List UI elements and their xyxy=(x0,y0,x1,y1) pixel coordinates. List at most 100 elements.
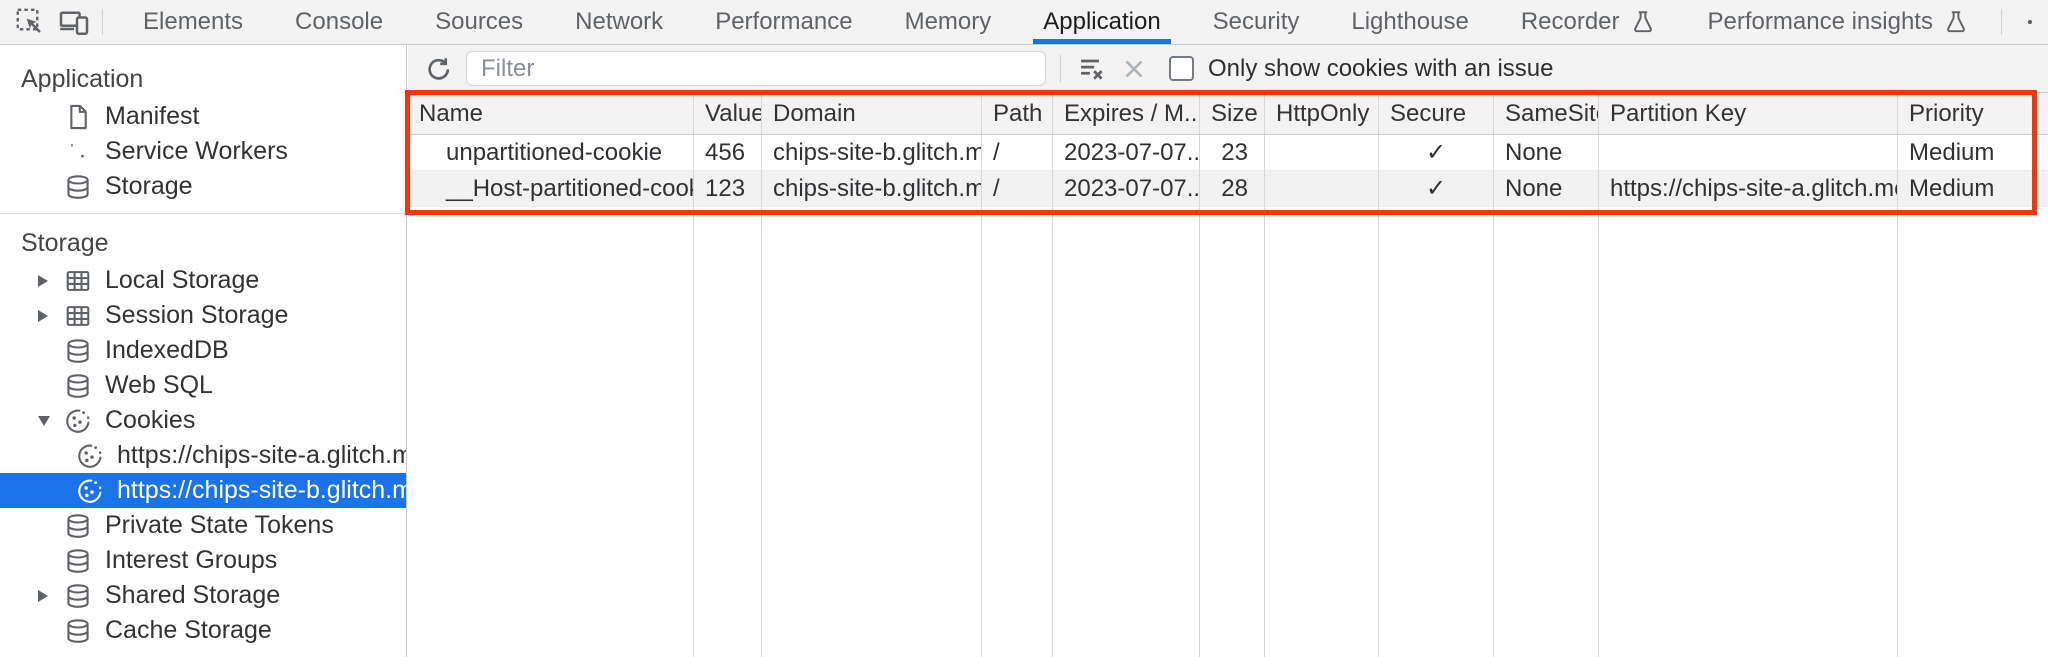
experiment-flask-icon xyxy=(1630,9,1656,35)
tab-recorder[interactable]: Recorder xyxy=(1495,0,1682,44)
cell-value[interactable]: 123 xyxy=(694,171,762,207)
sidebar-item-service-workers[interactable]: Service Workers xyxy=(0,134,406,169)
cell-priority[interactable]: Medium xyxy=(1898,135,2048,171)
cell-priority[interactable]: Medium xyxy=(1898,171,2048,207)
column-header-httponly[interactable]: HttpOnly xyxy=(1265,93,1379,135)
table-filler-column xyxy=(762,207,982,657)
section-title-application: Application xyxy=(21,64,144,93)
cell-samesite[interactable]: None xyxy=(1494,171,1599,207)
cell-name[interactable]: unpartitioned-cookie xyxy=(408,135,694,171)
database-icon xyxy=(64,173,92,201)
refresh-icon[interactable] xyxy=(418,48,460,90)
database-icon xyxy=(64,337,92,365)
clear-all-cookies-icon[interactable] xyxy=(1071,48,1113,90)
database-icon xyxy=(64,372,92,400)
application-sidebar: Application Manifest Service Workers Sto… xyxy=(0,45,407,657)
database-icon xyxy=(64,547,92,575)
cell-size[interactable]: 28 xyxy=(1200,171,1265,207)
device-toolbar-icon[interactable] xyxy=(52,0,96,44)
cell-path[interactable]: / xyxy=(982,171,1053,207)
cell-expires[interactable]: 2023-07-07... xyxy=(1053,135,1200,171)
tab-elements[interactable]: Elements xyxy=(143,8,244,35)
column-header-expires[interactable]: Expires / M... xyxy=(1053,93,1200,135)
tab-console[interactable]: Console xyxy=(295,8,384,35)
panel-tabs: Elements Console Sources Network Perform… xyxy=(117,0,1995,44)
delete-selected-icon[interactable] xyxy=(1113,48,1155,90)
cell-secure[interactable]: ✓ xyxy=(1379,135,1494,171)
sidebar-item-cookies-chips-site-b[interactable]: https://chips-site-b.glitch.me xyxy=(0,473,406,508)
table-filler-column xyxy=(1053,207,1200,657)
table-filler-column xyxy=(1599,207,1898,657)
tab-lighthouse[interactable]: Lighthouse xyxy=(1351,8,1469,35)
settings-gear-icon[interactable] xyxy=(2008,0,2048,44)
table-filler-column xyxy=(408,207,694,657)
tab-performance[interactable]: Performance xyxy=(715,8,853,35)
table-filler-column xyxy=(1265,207,1379,657)
sidebar-item-cookies[interactable]: Cookies xyxy=(0,403,406,438)
sidebar-item-local-storage[interactable]: Local Storage xyxy=(0,263,406,298)
cell-httponly[interactable] xyxy=(1265,135,1379,171)
toolbar-right-controls xyxy=(1995,0,2048,44)
cookie-icon xyxy=(76,477,104,505)
column-header-domain[interactable]: Domain xyxy=(762,93,982,135)
cell-partition-key[interactable] xyxy=(1599,135,1898,171)
table-icon xyxy=(64,302,92,330)
column-header-value[interactable]: Value xyxy=(694,93,762,135)
devtools-tab-bar: Elements Console Sources Network Perform… xyxy=(0,0,2048,45)
cell-path[interactable]: / xyxy=(982,135,1053,171)
filter-input[interactable] xyxy=(466,51,1046,86)
column-header-secure[interactable]: Secure xyxy=(1379,93,1494,135)
cell-httponly[interactable] xyxy=(1265,171,1379,207)
tab-application[interactable]: Application xyxy=(1017,0,1186,44)
tab-security[interactable]: Security xyxy=(1212,8,1300,35)
sidebar-item-manifest[interactable]: Manifest xyxy=(0,99,406,134)
toolbar-divider xyxy=(1060,54,1061,83)
only-show-issue-checkbox[interactable] xyxy=(1169,56,1194,81)
only-show-issue-label[interactable]: Only show cookies with an issue xyxy=(1208,54,1554,82)
cell-expires[interactable]: 2023-07-07... xyxy=(1053,171,1200,207)
sidebar-item-storage[interactable]: Storage xyxy=(0,169,406,204)
cell-value[interactable]: 456 xyxy=(694,135,762,171)
cell-size[interactable]: 23 xyxy=(1200,135,1265,171)
sidebar-item-cache-storage[interactable]: Cache Storage xyxy=(0,613,406,648)
sidebar-item-web-sql[interactable]: Web SQL xyxy=(0,368,406,403)
chevron-down-icon[interactable] xyxy=(38,415,50,426)
cookies-toolbar: Only show cookies with an issue xyxy=(408,45,2048,93)
cell-name[interactable]: __Host-partitioned-cookie xyxy=(408,171,694,207)
table-filler-column xyxy=(1898,207,2048,657)
cell-samesite[interactable]: None xyxy=(1494,135,1599,171)
cookie-icon xyxy=(76,442,104,470)
column-header-name[interactable]: Name xyxy=(408,93,694,135)
sidebar-item-shared-storage[interactable]: Shared Storage xyxy=(0,578,406,613)
cookies-table: Name Value Domain Path Expires / M... Si… xyxy=(408,93,2048,657)
column-header-partition-key[interactable]: Partition Key xyxy=(1599,93,1898,135)
tab-memory[interactable]: Memory xyxy=(904,8,992,35)
table-filler-column xyxy=(1379,207,1494,657)
column-header-samesite[interactable]: SameSite xyxy=(1494,93,1599,135)
sidebar-item-session-storage[interactable]: Session Storage xyxy=(0,298,406,333)
experiment-flask-icon xyxy=(1943,9,1969,35)
tab-sources[interactable]: Sources xyxy=(435,8,524,35)
chevron-right-icon[interactable] xyxy=(38,589,48,602)
sidebar-item-private-state-tokens[interactable]: Private State Tokens xyxy=(0,508,406,543)
tab-network[interactable]: Network xyxy=(575,8,664,35)
column-header-path[interactable]: Path xyxy=(982,93,1053,135)
cookie-icon xyxy=(64,407,92,435)
cell-domain[interactable]: chips-site-b.glitch.me xyxy=(762,171,982,207)
chevron-right-icon[interactable] xyxy=(38,274,48,287)
tab-performance-insights[interactable]: Performance insights xyxy=(1682,0,1995,44)
sidebar-item-interest-groups[interactable]: Interest Groups xyxy=(0,543,406,578)
inspect-element-icon[interactable] xyxy=(8,0,52,44)
sidebar-item-cookies-chips-site-a[interactable]: https://chips-site-a.glitch.me xyxy=(0,438,406,473)
column-header-size[interactable]: Size xyxy=(1200,93,1265,135)
chevron-right-icon[interactable] xyxy=(38,309,48,322)
database-icon xyxy=(64,617,92,645)
table-filler-column xyxy=(694,207,762,657)
sidebar-item-indexeddb[interactable]: IndexedDB xyxy=(0,333,406,368)
cell-domain[interactable]: chips-site-b.glitch.me xyxy=(762,135,982,171)
cell-partition-key[interactable]: https://chips-site-a.glitch.me xyxy=(1599,171,1898,207)
cell-secure[interactable]: ✓ xyxy=(1379,171,1494,207)
table-filler-column xyxy=(1200,207,1265,657)
column-header-priority[interactable]: Priority xyxy=(1898,93,2048,135)
toolbar-divider xyxy=(102,9,103,35)
